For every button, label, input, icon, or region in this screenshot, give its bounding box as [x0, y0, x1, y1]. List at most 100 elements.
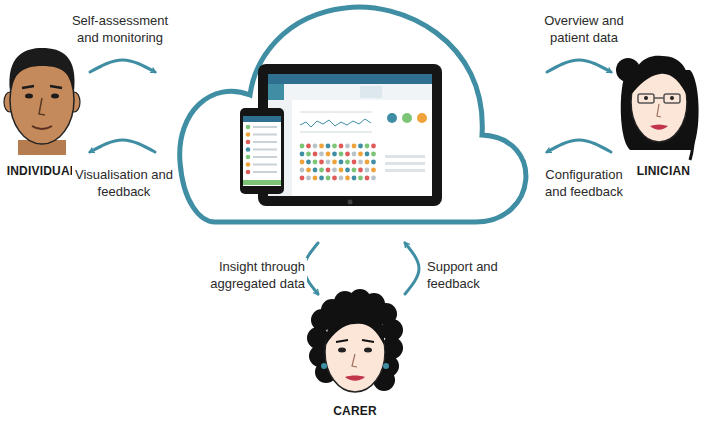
edge-label: Support and feedback — [425, 258, 511, 292]
illustration-part — [253, 126, 277, 128]
illustration-part — [313, 144, 318, 149]
illustration-part — [313, 168, 318, 173]
illustration-part — [268, 84, 284, 100]
illustration-part — [332, 144, 337, 149]
illustration-part — [268, 84, 432, 100]
clinician-face — [616, 56, 699, 160]
dot-grid — [300, 144, 376, 181]
illustration-part — [358, 152, 363, 157]
illustration-part — [300, 152, 305, 157]
illustration-part — [326, 152, 331, 157]
illustration-part — [352, 168, 357, 173]
illustration-part — [313, 160, 318, 165]
illustration-part — [319, 152, 324, 157]
illustration-part — [365, 152, 370, 157]
illustration-part — [345, 144, 350, 149]
illustration-part — [345, 160, 350, 165]
illustration-part — [352, 354, 357, 367]
illustration-part — [365, 168, 370, 173]
illustration-part — [638, 94, 654, 103]
person-figure: CARER — [300, 298, 410, 420]
illustration-part — [670, 96, 674, 100]
illustration-part — [246, 125, 251, 130]
illustration-part — [657, 104, 661, 117]
illustration-part — [650, 125, 668, 130]
edge-label: Self-assessment and monitoring — [62, 12, 178, 46]
illustration-part — [364, 348, 372, 353]
cloud-platform — [175, 3, 527, 225]
illustration-part — [371, 152, 376, 157]
illustration-part — [300, 160, 305, 165]
illustration-part — [365, 160, 370, 165]
illustration-part — [332, 152, 337, 157]
illustration-part — [246, 170, 251, 175]
illustration-part — [306, 176, 311, 181]
illustration-part — [338, 348, 346, 353]
illustration-part — [371, 160, 376, 165]
illustration-part — [339, 168, 344, 173]
illustration-part — [246, 140, 251, 145]
illustration-part — [352, 152, 357, 157]
illustration-part — [385, 155, 425, 158]
illustration-part — [365, 144, 370, 149]
illustration-part — [326, 160, 331, 165]
illustration-part — [371, 144, 376, 149]
illustration-part — [383, 363, 389, 369]
illustration-part — [32, 126, 52, 129]
curved-arrow — [547, 60, 611, 72]
illustration-part — [300, 168, 305, 173]
curved-arrow — [547, 140, 611, 152]
illustration-part — [306, 152, 311, 157]
illustration-part — [240, 108, 284, 194]
illustration-part — [22, 86, 62, 88]
illustration-part — [9, 48, 74, 92]
illustration-part — [339, 160, 344, 165]
illustration-part — [358, 168, 363, 173]
illustration-part — [371, 168, 376, 173]
illustration-part — [313, 176, 318, 181]
edge-label: Insight through aggregated data — [188, 258, 307, 292]
illustration-part — [360, 86, 382, 98]
illustration-part — [306, 168, 311, 173]
illustration-part — [253, 156, 277, 158]
illustration-part — [243, 180, 281, 185]
individual-face — [4, 48, 80, 155]
illustration-part — [300, 176, 305, 181]
illustration-part — [630, 56, 689, 98]
illustration-part — [339, 144, 344, 149]
illustration-part — [402, 113, 412, 123]
person-figure: INDIVIDUAL — [0, 40, 84, 180]
illustration-part — [300, 132, 372, 133]
illustration-part — [358, 144, 363, 149]
illustration-part — [417, 113, 427, 123]
illustration-part — [268, 74, 432, 196]
illustration-part — [385, 169, 425, 172]
illustration-part — [352, 176, 357, 181]
illustration-part — [51, 94, 59, 99]
illustration-part — [319, 168, 324, 173]
person-name: CARER — [333, 404, 377, 420]
illustration-part — [365, 176, 370, 181]
illustration-part — [321, 363, 327, 369]
illustration-part — [319, 176, 324, 181]
illustration-part — [313, 152, 318, 157]
illustration-part — [654, 97, 664, 99]
illustration-part — [339, 176, 344, 181]
illustration-part — [664, 94, 680, 103]
illustration-part — [25, 94, 33, 99]
illustration-part — [358, 160, 363, 165]
illustration-part — [243, 116, 281, 122]
illustration-part — [39, 98, 45, 115]
illustration-part — [253, 141, 277, 143]
list-rows — [246, 125, 277, 175]
illustration-part — [246, 155, 251, 160]
illustration-part — [688, 98, 694, 160]
illustration-part — [345, 376, 365, 381]
illustration-part — [243, 116, 281, 186]
illustration-part — [336, 340, 374, 342]
illustration-part — [358, 176, 363, 181]
illustration-part — [348, 200, 353, 205]
illustration-part — [332, 176, 337, 181]
illustration-part — [268, 74, 432, 84]
